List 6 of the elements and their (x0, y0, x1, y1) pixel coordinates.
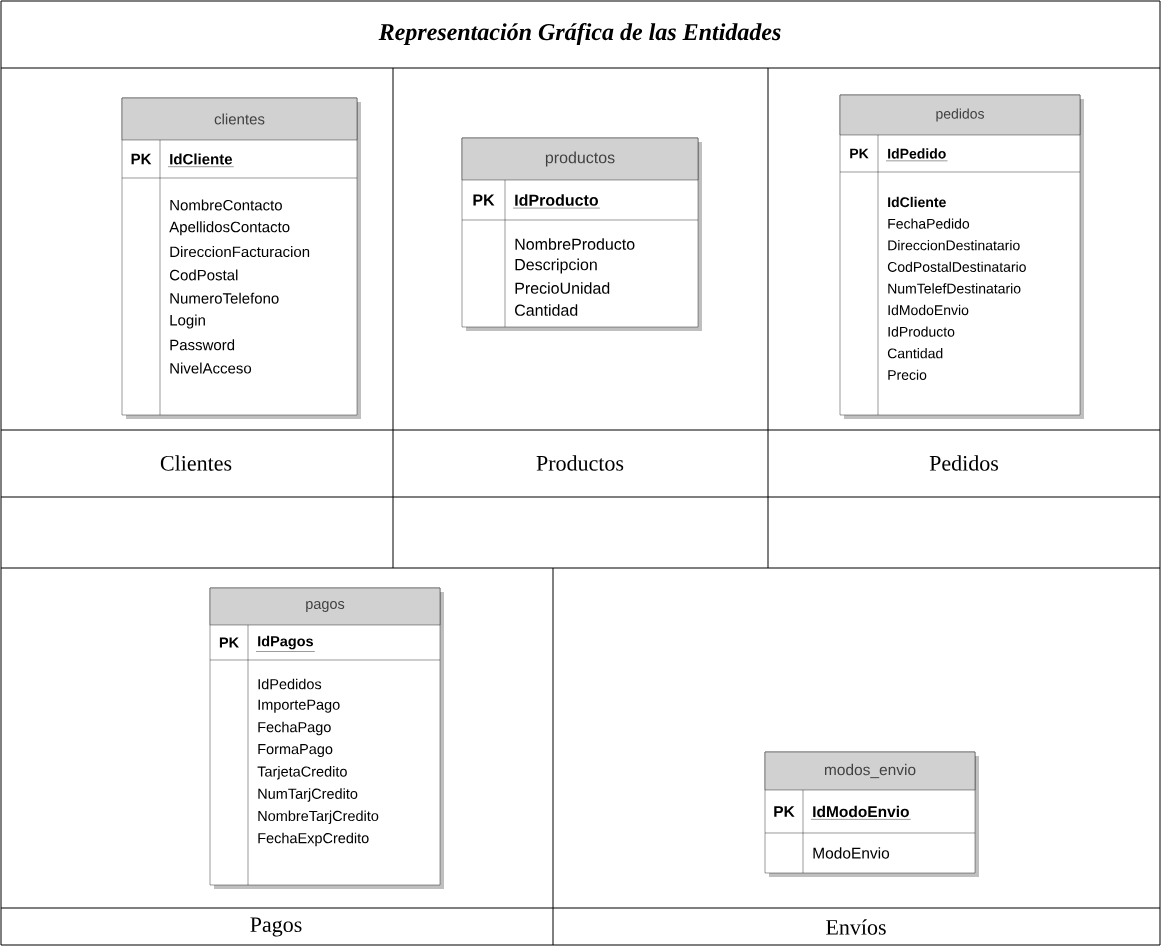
cell-caption: Pagos (250, 917, 302, 937)
cell-caption: Envíos (826, 919, 886, 935)
cell-caption: Pedidos (929, 455, 999, 471)
cell-caption: Productos (536, 455, 624, 471)
cell-caption: Clientes (160, 455, 232, 471)
table-title: Representación Gráfica de las Entidades (378, 23, 781, 45)
